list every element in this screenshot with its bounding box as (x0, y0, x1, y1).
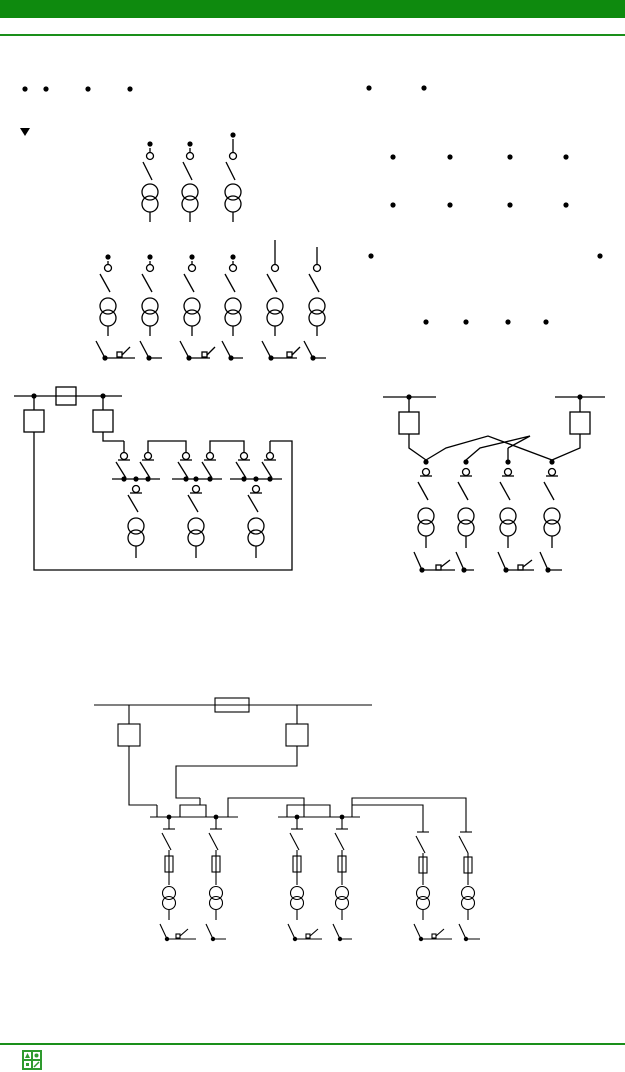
scheme-terminal-points (366, 85, 603, 325)
scheme-ring-left (14, 386, 293, 571)
scheme-double-supply-right (383, 394, 605, 573)
header-bar (0, 0, 625, 18)
lower-transformer-group (95, 240, 326, 361)
arrow-down-icon (20, 128, 30, 136)
ring-main-units (112, 451, 282, 558)
upper-transformer-group (141, 132, 242, 222)
terminal-dots-row (22, 86, 133, 92)
double-supply-units (413, 459, 562, 573)
bottom-transformer-feeders (159, 828, 480, 942)
green-circuit-logo-icon (22, 1050, 42, 1070)
lv-switch-row (95, 340, 326, 361)
scheme-radial-left (20, 86, 326, 361)
header-divider (0, 34, 625, 36)
scheme-bottom-distribution (94, 697, 480, 942)
footer-divider (0, 1043, 625, 1045)
